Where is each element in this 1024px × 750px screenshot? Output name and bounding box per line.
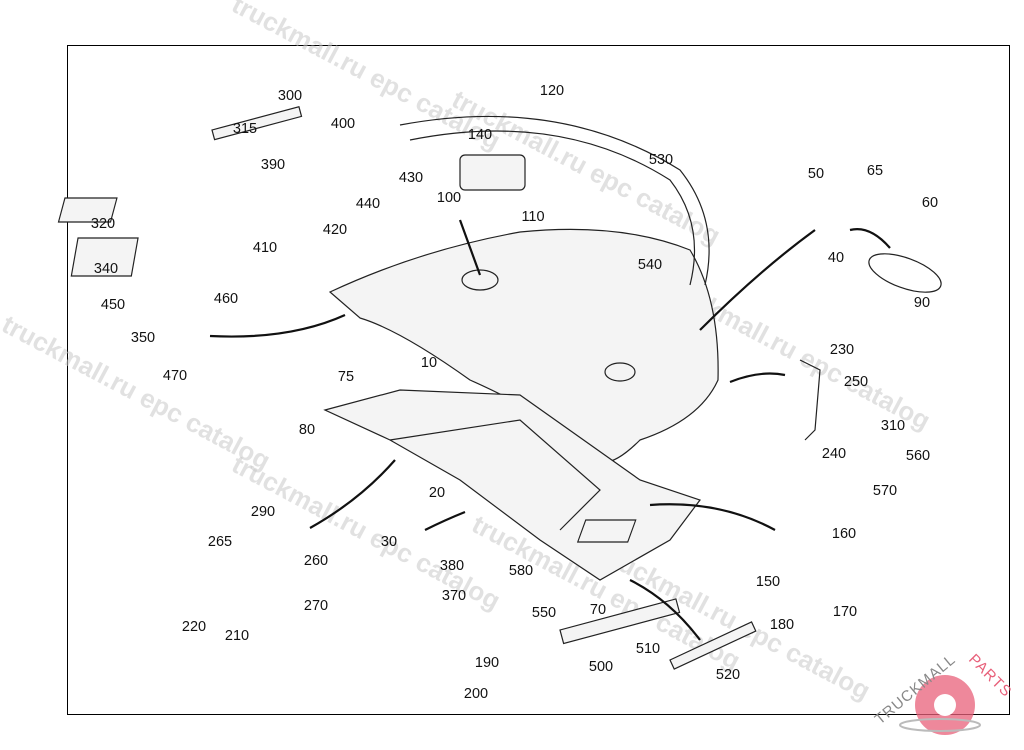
part-label-30: 30 [381, 534, 397, 550]
part-label-370: 370 [442, 588, 466, 604]
seal-ring-part [868, 253, 942, 293]
part-label-520: 520 [716, 667, 740, 683]
strip-part [559, 598, 681, 645]
part-label-500: 500 [589, 659, 613, 675]
trunk-lid-part [328, 228, 719, 464]
part-label-580: 580 [509, 563, 533, 579]
part-label-470: 470 [163, 368, 187, 384]
part-label-430: 430 [399, 170, 423, 186]
part-label-440: 440 [356, 196, 380, 212]
part-labels: 300 120 315 400 140 530 390 430 50 65 100 440 60 110 3… [91, 83, 938, 702]
part-label-40: 40 [828, 250, 844, 266]
plate-part [70, 237, 139, 277]
part-label-230: 230 [830, 342, 854, 358]
arrows [209, 219, 891, 641]
part-label-120: 120 [540, 83, 564, 99]
part-label-180: 180 [770, 617, 794, 633]
part-label-210: 210 [225, 628, 249, 644]
part-label-460: 460 [214, 291, 238, 307]
part-label-380: 380 [440, 558, 464, 574]
part-label-50: 50 [808, 166, 824, 182]
part-label-510: 510 [636, 641, 660, 657]
part-label-10: 10 [421, 355, 437, 371]
part-label-140: 140 [468, 127, 492, 143]
part-label-70: 70 [590, 602, 606, 618]
part-label-530: 530 [649, 152, 673, 168]
part-label-420: 420 [323, 222, 347, 238]
part-label-75: 75 [338, 369, 354, 385]
part-label-310: 310 [881, 418, 905, 434]
logo-text-accent: PARTS [965, 651, 1015, 701]
part-label-160: 160 [832, 526, 856, 542]
part-label-200: 200 [464, 686, 488, 702]
seal-strip-part [409, 130, 696, 286]
strip-part [669, 621, 757, 670]
panel-ridge [389, 419, 601, 531]
part-label-150: 150 [756, 574, 780, 590]
part-label-570: 570 [873, 483, 897, 499]
diagram-frame [67, 45, 1010, 715]
part-label-340: 340 [94, 261, 118, 277]
part-label-80: 80 [299, 422, 315, 438]
part-label-270: 270 [304, 598, 328, 614]
rod-part [211, 105, 303, 141]
part-label-410: 410 [253, 240, 277, 256]
part-label-350: 350 [131, 330, 155, 346]
part-label-450: 450 [101, 297, 125, 313]
part-label-300: 300 [278, 88, 302, 104]
bracket-part [576, 519, 637, 543]
part-label-550: 550 [532, 605, 556, 621]
part-label-20: 20 [429, 485, 445, 501]
hinge-arm-part [799, 359, 821, 441]
part-label-190: 190 [475, 655, 499, 671]
lock-part [459, 154, 526, 191]
part-label-220: 220 [182, 619, 206, 635]
part-label-260: 260 [304, 553, 328, 569]
part-label-100: 100 [437, 190, 461, 206]
part-label-240: 240 [822, 446, 846, 462]
lid-recess [604, 362, 636, 382]
part-label-540: 540 [638, 257, 662, 273]
part-label-60: 60 [922, 195, 938, 211]
part-label-320: 320 [91, 216, 115, 232]
part-label-390: 390 [261, 157, 285, 173]
part-label-265: 265 [208, 534, 232, 550]
truckmall-logo [899, 675, 981, 735]
seal-strip-part [399, 115, 710, 286]
part-label-290: 290 [251, 504, 275, 520]
part-label-560: 560 [906, 448, 930, 464]
lid-recess [461, 269, 499, 291]
part-label-110: 110 [521, 209, 544, 225]
part-label-315: 315 [233, 121, 257, 137]
pad-part [57, 197, 118, 223]
part-label-400: 400 [331, 116, 355, 132]
part-label-250: 250 [844, 374, 868, 390]
part-label-170: 170 [833, 604, 857, 620]
part-label-90: 90 [914, 295, 930, 311]
part-label-65: 65 [867, 163, 883, 179]
